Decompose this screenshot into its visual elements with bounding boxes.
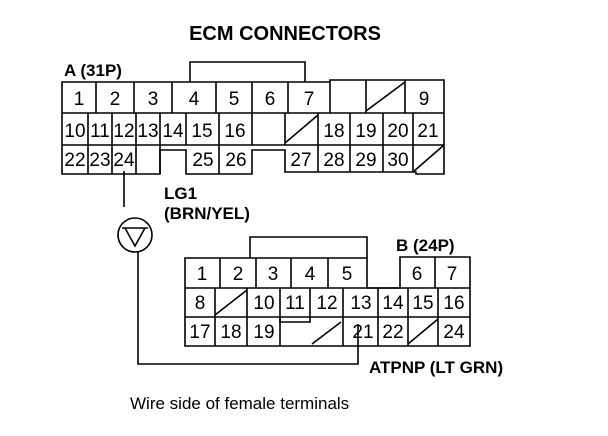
voltmeter-symbol xyxy=(117,217,153,253)
terminal-a-6: 6 xyxy=(265,89,276,110)
blank-cavity-mark xyxy=(214,289,248,316)
terminal-b-1: 1 xyxy=(197,264,208,285)
terminal-a-20: 20 xyxy=(387,121,408,142)
blank-cavity-mark xyxy=(284,114,319,144)
terminal-a-21: 21 xyxy=(417,121,438,142)
terminal-a-15: 15 xyxy=(191,121,212,142)
terminal-b-5: 5 xyxy=(342,264,353,285)
blank-cavity-mark xyxy=(365,81,406,112)
terminal-a-10: 10 xyxy=(64,121,85,142)
terminal-b-17: 17 xyxy=(189,322,210,343)
terminal-a-30: 30 xyxy=(387,150,408,171)
terminal-b-6: 6 xyxy=(412,264,423,285)
terminal-b-22: 22 xyxy=(382,322,403,343)
connector-a-label: A (31P) xyxy=(64,61,122,80)
connector-a-lock-tab xyxy=(189,61,306,82)
terminal-b-13: 13 xyxy=(350,293,371,314)
terminal-a-16: 16 xyxy=(224,121,245,142)
wire-atpnp-label: ATPNP (LT GRN) xyxy=(369,358,503,377)
terminal-a-3: 3 xyxy=(148,89,159,110)
connector-b-terminals: 1 2 3 4 5 6 7 8 10 11 12 13 14 15 16 17 … xyxy=(189,264,465,343)
probe-wire-b21 xyxy=(137,252,359,365)
diagram-caption: Wire side of female terminals xyxy=(130,394,349,413)
terminal-a-9: 9 xyxy=(419,89,430,110)
terminal-a-4: 4 xyxy=(189,89,200,110)
terminal-b-12: 12 xyxy=(316,293,337,314)
connector-a xyxy=(61,61,445,175)
terminal-a-23: 23 xyxy=(89,150,110,171)
terminal-b-3: 3 xyxy=(268,264,279,285)
terminal-b-19: 19 xyxy=(253,322,274,343)
terminal-a-14: 14 xyxy=(162,121,184,142)
wire-lg1-name: LG1 xyxy=(164,184,197,203)
terminal-a-1: 1 xyxy=(74,89,85,110)
terminal-b-4: 4 xyxy=(305,264,316,285)
wire-lg1-color: (BRN/YEL) xyxy=(164,204,250,223)
test-wiring xyxy=(117,171,359,365)
terminal-a-29: 29 xyxy=(355,150,376,171)
terminal-a-24: 24 xyxy=(113,150,135,171)
connector-b xyxy=(184,236,471,347)
terminal-b-21: 21 xyxy=(352,322,373,343)
terminal-b-18: 18 xyxy=(220,322,241,343)
terminal-b-11: 11 xyxy=(285,293,305,314)
terminal-a-25: 25 xyxy=(192,150,213,171)
terminal-a-26: 26 xyxy=(225,150,246,171)
terminal-b-7: 7 xyxy=(447,264,458,285)
terminal-a-12: 12 xyxy=(113,121,134,142)
terminal-a-2: 2 xyxy=(110,89,121,110)
connector-b-lock-tab xyxy=(249,236,368,258)
terminal-b-10: 10 xyxy=(253,293,274,314)
connector-a-terminals: 1 2 3 4 5 6 7 9 10 11 12 13 14 15 16 18 … xyxy=(64,89,438,171)
terminal-b-16: 16 xyxy=(443,293,464,314)
terminal-a-5: 5 xyxy=(229,89,240,110)
terminal-a-13: 13 xyxy=(137,121,158,142)
terminal-a-11: 11 xyxy=(90,121,110,142)
terminal-a-19: 19 xyxy=(355,121,376,142)
diagram-title: ECM CONNECTORS xyxy=(189,23,381,45)
blank-cavity-mark xyxy=(407,318,439,345)
terminal-b-8: 8 xyxy=(195,293,206,314)
terminal-a-27: 27 xyxy=(290,150,311,171)
terminal-a-7: 7 xyxy=(304,89,315,110)
blank-cavity-mark xyxy=(412,144,445,173)
terminal-b-14: 14 xyxy=(382,293,404,314)
voltmeter-v-mark xyxy=(122,227,148,248)
blank-cavity-mark xyxy=(311,321,342,345)
terminal-b-15: 15 xyxy=(412,293,433,314)
connector-b-label: B (24P) xyxy=(396,236,455,255)
terminal-a-18: 18 xyxy=(323,121,344,142)
terminal-a-22: 22 xyxy=(64,150,85,171)
terminal-b-2: 2 xyxy=(233,264,244,285)
terminal-a-28: 28 xyxy=(323,150,344,171)
terminal-b-24: 24 xyxy=(443,322,465,343)
